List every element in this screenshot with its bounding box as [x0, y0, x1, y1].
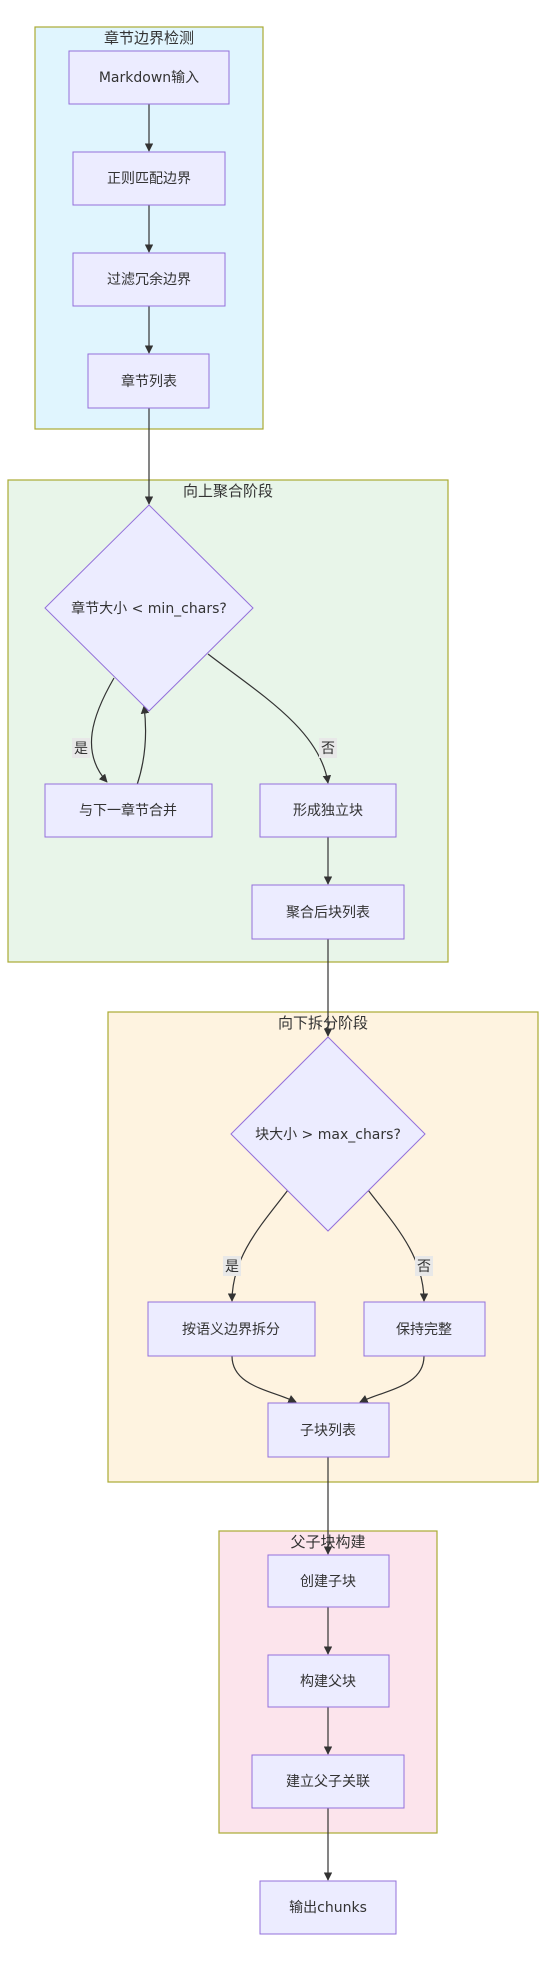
node-label: 与下一章节合并 [79, 802, 177, 819]
edge-label-no-max: 否 [415, 1256, 433, 1276]
node-size-check-max: 块大小 > max_chars? [230, 1036, 426, 1232]
node-filter-redundant: 过滤冗余边界 [72, 252, 226, 307]
node-box [72, 252, 226, 307]
node-section-list: 章节列表 [87, 353, 210, 409]
node-semantic-split: 按语义边界拆分 [147, 1301, 316, 1357]
node-label: 正则匹配边界 [107, 171, 191, 187]
edge-label-no-min: 否 [319, 738, 337, 758]
node-form-block: 形成独立块 [259, 783, 397, 838]
group-box [7, 479, 449, 963]
node-label: 创建子块 [300, 1574, 356, 1590]
node-label: 形成独立块 [293, 803, 363, 819]
node-label: 输出chunks [289, 1900, 367, 1916]
node-output-chunks: 输出chunks [259, 1880, 397, 1935]
node-regex-match: 正则匹配边界 [72, 151, 226, 206]
node-keep-whole: 保持完整 [363, 1301, 486, 1357]
node-box [251, 884, 405, 940]
node-label: 章节大小 < min_chars? [71, 600, 227, 617]
edge-label-text: 是 [74, 741, 88, 757]
node-label: Markdown输入 [99, 70, 199, 86]
node-label: 建立父子关联 [286, 1774, 370, 1790]
edge-check-min-no [207, 653, 332, 784]
node-create-child: 创建子块 [267, 1554, 390, 1608]
edge-check-min-yes [90, 677, 115, 783]
edge-label-yes-min: 是 [72, 738, 90, 758]
node-link-parent-child: 建立父子关联 [251, 1754, 405, 1809]
node-box [72, 151, 226, 206]
node-box [363, 1301, 486, 1357]
node-label: 子块列表 [300, 1423, 356, 1439]
node-label: 过滤冗余边界 [107, 271, 191, 288]
edge-label-text: 否 [321, 741, 335, 757]
decision-diamond [44, 504, 254, 712]
node-box [259, 783, 397, 838]
node-box [267, 1402, 390, 1458]
decision-diamond [230, 1036, 426, 1232]
node-box [259, 1880, 397, 1935]
edge-split-to-child-list [231, 1355, 297, 1403]
edge-label-bg [72, 738, 90, 758]
node-box [267, 1654, 390, 1708]
edge-label-bg [415, 1256, 433, 1276]
node-label: 块大小 > max_chars? [255, 1127, 401, 1143]
group-title: 章节边界检测 [104, 29, 194, 47]
edge-label-text: 否 [417, 1259, 431, 1275]
edge-label-text: 是 [225, 1259, 239, 1275]
edge-check-max-yes [227, 1189, 289, 1302]
node-box [147, 1301, 316, 1357]
edge-label-bg [319, 738, 337, 758]
group-title: 向上聚合阶段 [183, 482, 273, 500]
node-label: 章节列表 [121, 373, 177, 390]
node-build-parent: 构建父块 [267, 1654, 390, 1708]
node-label: 按语义边界拆分 [182, 1322, 280, 1338]
group-upward-merge-stage: 向上聚合阶段 [7, 479, 449, 963]
node-box [251, 1754, 405, 1809]
edge-merge-back-to-check [136, 705, 150, 786]
node-child-list: 子块列表 [267, 1402, 390, 1458]
edge-check-max-no [367, 1189, 429, 1302]
edge-keep-to-child-list [359, 1355, 425, 1403]
group-title: 向下拆分阶段 [278, 1014, 368, 1032]
node-size-check-min: 章节大小 < min_chars? [44, 504, 254, 712]
edge-label-bg [223, 1256, 241, 1276]
node-label: 聚合后块列表 [286, 905, 370, 921]
edge-label-yes-max: 是 [223, 1256, 241, 1276]
node-box [87, 353, 210, 409]
edges [90, 104, 429, 1881]
node-merged-list: 聚合后块列表 [251, 884, 405, 940]
node-box [44, 783, 213, 838]
node-markdown-input: Markdown输入 [68, 50, 230, 105]
node-box [267, 1554, 390, 1608]
node-box [68, 50, 230, 105]
node-label: 构建父块 [300, 1674, 356, 1690]
node-label: 保持完整 [396, 1322, 452, 1338]
node-merge-next: 与下一章节合并 [44, 783, 213, 838]
